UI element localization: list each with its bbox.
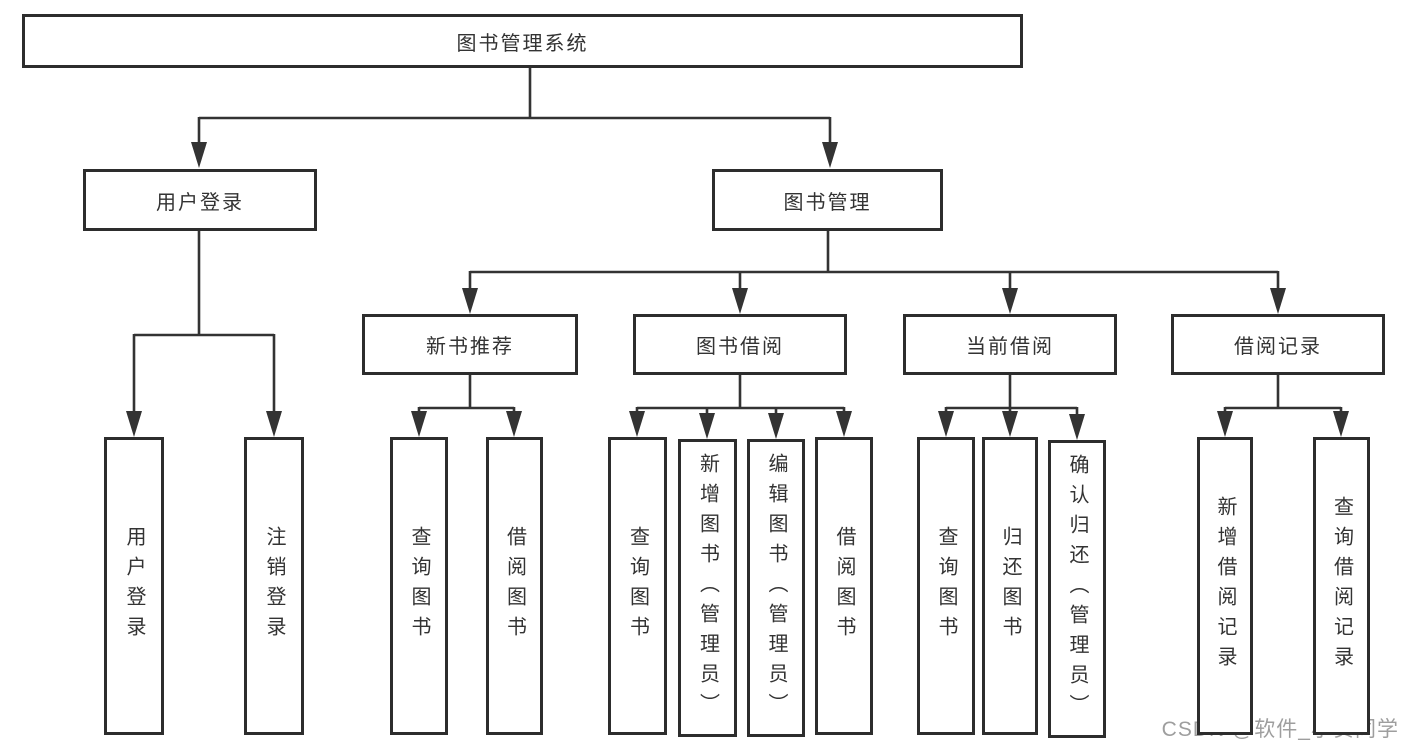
node-label-leaf-add-record: 新增借阅记录 [1214,496,1236,676]
node-leaf-confirm-return: 确认归还（管理员） [1048,440,1106,738]
arrowhead-down-icon [1002,411,1018,437]
node-book-borrow: 图书借阅 [633,314,847,375]
node-label-leaf-query-record: 查询借阅记录 [1330,496,1353,676]
arrowhead-down-icon [506,411,522,437]
node-label-root: 图书管理系统 [456,32,589,55]
node-leaf-query-record: 查询借阅记录 [1313,437,1370,735]
node-leaf-logout: 注销登录 [244,437,304,735]
arrowhead-down-icon [822,142,838,168]
node-leaf-query-book-c: 查询图书 [917,437,975,735]
node-user-login: 用户登录 [83,169,317,231]
node-label-leaf-add-book: 新增图书（管理员） [696,453,719,723]
node-label-current-borrow: 当前借阅 [966,336,1054,358]
node-label-book-management: 图书管理 [783,191,872,214]
node-label-leaf-user-login: 用户登录 [123,526,145,646]
node-book-management: 图书管理 [712,169,943,231]
arrowhead-down-icon [768,413,784,439]
arrowhead-down-icon [1069,414,1085,440]
node-borrow-records: 借阅记录 [1171,314,1385,375]
arrowhead-down-icon [266,411,282,437]
arrowhead-down-icon [191,142,207,168]
node-leaf-user-login: 用户登录 [104,437,164,735]
node-root: 图书管理系统 [22,14,1023,68]
arrowhead-down-icon [1333,411,1349,437]
node-label-leaf-return-book: 归还图书 [999,526,1021,646]
node-leaf-borrow-book-b: 借阅图书 [815,437,873,735]
node-label-book-borrow: 图书借阅 [696,336,784,358]
node-leaf-add-record: 新增借阅记录 [1197,437,1253,735]
arrowhead-down-icon [629,411,645,437]
node-label-user-login: 用户登录 [156,191,244,214]
node-leaf-return-book: 归还图书 [982,437,1038,735]
node-leaf-query-book-b: 查询图书 [608,437,667,735]
node-label-leaf-borrow-book-a: 借阅图书 [503,526,526,646]
arrowhead-down-icon [1002,288,1018,314]
arrowhead-down-icon [836,411,852,437]
node-label-leaf-query-book-b: 查询图书 [626,526,649,646]
arrowhead-down-icon [411,411,427,437]
arrowhead-down-icon [1270,288,1286,314]
arrowhead-down-icon [699,413,715,439]
node-leaf-query-book-a: 查询图书 [390,437,448,735]
arrowhead-down-icon [1217,411,1233,437]
node-leaf-edit-book: 编辑图书（管理员） [747,439,805,737]
node-label-leaf-borrow-book-b: 借阅图书 [833,526,855,646]
node-label-borrow-records: 借阅记录 [1234,336,1322,358]
node-new-book-recommend: 新书推荐 [362,314,578,375]
node-label-leaf-query-book-a: 查询图书 [408,526,430,646]
node-current-borrow: 当前借阅 [903,314,1117,375]
node-label-leaf-logout: 注销登录 [263,526,285,646]
node-label-leaf-edit-book: 编辑图书（管理员） [765,453,787,723]
node-label-new-book-recommend: 新书推荐 [426,336,514,358]
arrowhead-down-icon [126,411,142,437]
node-leaf-add-book: 新增图书（管理员） [678,439,737,737]
node-label-leaf-confirm-return: 确认归还（管理员） [1066,454,1088,724]
node-label-leaf-query-book-c: 查询图书 [935,526,957,646]
arrowhead-down-icon [938,411,954,437]
arrowhead-down-icon [732,288,748,314]
node-leaf-borrow-book-a: 借阅图书 [486,437,543,735]
arrowhead-down-icon [462,288,478,314]
